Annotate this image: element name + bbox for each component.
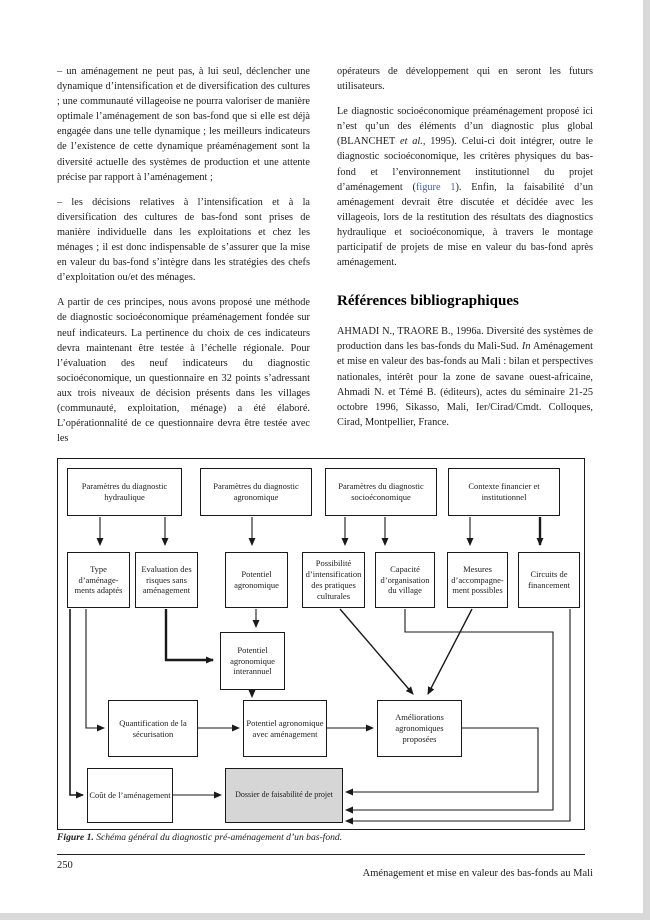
paragraph-principes: A partir de ces principes, nous avons pr… [57,297,310,445]
figure-box-quantification-securisation: Quantification de la sécurisation [108,700,198,757]
figure-box-cout-amenagement: Coût de l’aménagement [87,768,173,823]
paragraph-text: ). Enfin, la faisabilité d’un aménagemen… [337,181,593,269]
figure-box-dossier-faisabilite: Dossier de faisabilité de projet [225,768,343,823]
figure-frame [57,458,585,830]
paragraph-amenagement: – un aménagement ne peut pas, à lui seul… [57,66,310,183]
paragraph-diagnostic-global: Le diagnostic socioéconomique préaménage… [337,104,593,270]
figure-box-evaluation-risques: Evaluation des risques sans aménagement [135,552,198,608]
in-italic: In [521,341,531,353]
figure-box-ameliorations-agronomiques: Améliorations agronomiques proposées [377,700,462,757]
figure-caption: Figure 1. Schéma général du diagnostic p… [57,832,577,843]
figure-box-type-amenagements: Type d’aménage-ments adaptés [67,552,130,608]
figure-box-parametres-agronomique: Paramètres du diagnostic agronomique [200,468,312,516]
figure-box-parametres-hydraulique: Paramètres du diagnostic hydraulique [67,468,182,516]
et-al-italic: et al. [400,136,423,148]
right-text-column: opérateurs de développement qui en seron… [337,64,593,440]
figure-box-potentiel-avec-amenagement: Potentiel agronomique avec aménagement [243,700,327,757]
paragraph-text: Le diagnostic socioéconomique préaménage… [337,106,593,148]
reference-text: Aménagement et mise en valeur des bas-fo… [337,341,593,428]
footer-rule [57,854,585,855]
figure-box-circuits-financement: Circuits de financement [518,552,580,608]
paragraph-text: , 1995). Celui-ci doit intégrer, outre l… [337,136,593,193]
figure-caption-text: Schéma général du diagnostic pré-aménage… [96,832,343,843]
figure-box-potentiel-interannuel: Potentiel agronomique interannuel [220,632,285,690]
paragraph-decisions: – les décisions relatives à l’intensific… [57,196,310,284]
references-heading: Références bibliographiques [337,293,519,310]
figure-box-potentiel-agronomique: Potentiel agronomique [225,552,288,608]
page-number: 250 [57,860,73,871]
figure-box-parametres-socioeconomique: Paramètres du diagnostic socioéconomique [325,468,437,516]
figure-box-possibilite-intensification: Possibilité d’intensification des pratiq… [302,552,365,608]
paragraph-operateurs: opérateurs de développement qui en seron… [337,66,593,93]
figure-caption-label: Figure 1. [57,832,94,843]
figure-box-mesures-accompagnement: Mesures d’accompagne-ment possibles [447,552,508,608]
figure-box-contexte-financier: Contexte financier et institutionnel [448,468,560,516]
reference-entry: AHMADI N., TRAORE B., 1996a. Diversité d… [337,324,593,430]
left-text-column: – un aménagement ne peut pas, à lui seul… [57,64,310,456]
figure-1-link[interactable]: figure 1 [415,181,456,193]
figure-box-capacite-organisation: Capacité d’organisation du village [375,552,435,608]
running-title: Aménagement et mise en valeur des bas-fo… [362,868,593,879]
reference-text: AHMADI N., TRAORE B., 1996a. Diversité d… [337,326,593,353]
